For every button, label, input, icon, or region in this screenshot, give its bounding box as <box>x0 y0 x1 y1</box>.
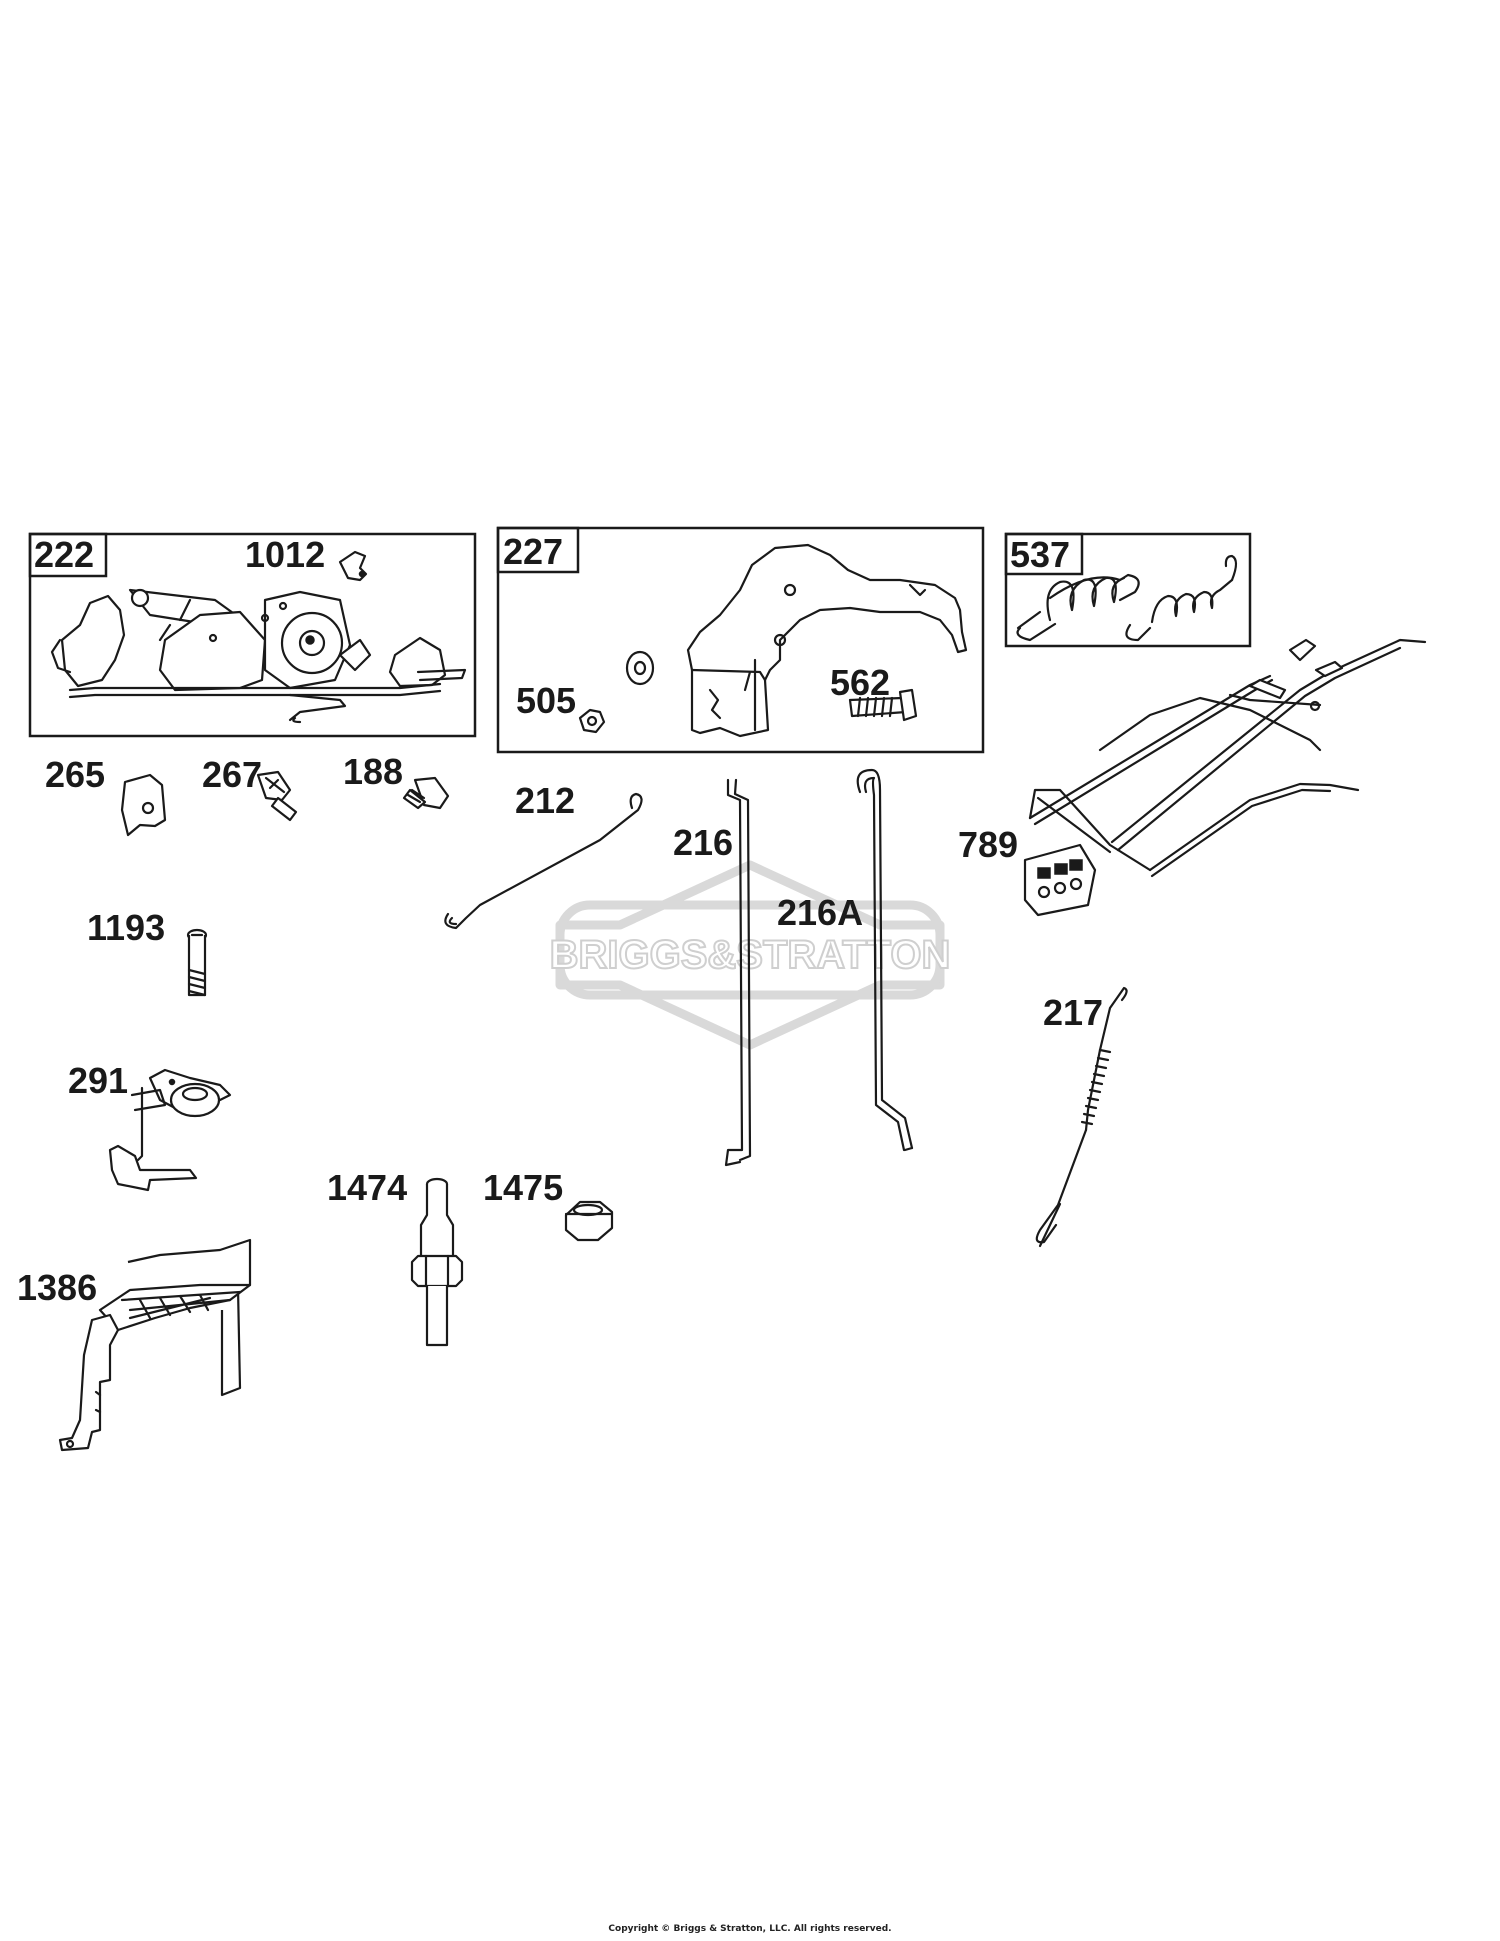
part-212-link-rod[interactable] <box>444 792 643 930</box>
part-562-bolt[interactable] <box>848 688 918 722</box>
callout-537[interactable]: 537 <box>1010 534 1070 575</box>
callout-212[interactable]: 212 <box>515 780 575 821</box>
part-217-spring[interactable] <box>1035 986 1128 1248</box>
part-265-clip[interactable] <box>120 773 167 837</box>
callout-789[interactable]: 789 <box>958 824 1018 865</box>
callout-216[interactable]: 216 <box>673 822 733 863</box>
callout-505[interactable]: 505 <box>516 680 576 721</box>
part-222-control-bracket[interactable] <box>50 588 467 724</box>
callout-1474[interactable]: 1474 <box>327 1167 407 1208</box>
callout-291[interactable]: 291 <box>68 1060 128 1101</box>
group-box-537 <box>1004 532 1252 648</box>
callout-1386[interactable]: 1386 <box>17 1267 97 1308</box>
callout-box-222 <box>28 532 108 578</box>
part-537-springs[interactable] <box>1016 554 1238 642</box>
part-505-nut[interactable] <box>578 650 655 734</box>
part-267-screw[interactable] <box>256 770 298 822</box>
part-1386-air-guide[interactable] <box>58 1238 252 1452</box>
callout-1012[interactable]: 1012 <box>245 534 325 575</box>
part-1474-stud[interactable] <box>410 1177 464 1347</box>
callout-227[interactable]: 227 <box>503 531 563 572</box>
part-216-rod[interactable] <box>724 778 752 1167</box>
group-box-222 <box>28 532 477 738</box>
callout-188[interactable]: 188 <box>343 751 403 792</box>
callout-265[interactable]: 265 <box>45 754 105 795</box>
part-227-bracket[interactable] <box>686 543 968 738</box>
callout-217[interactable]: 217 <box>1043 992 1103 1033</box>
callout-222[interactable]: 222 <box>34 534 94 575</box>
part-188-screw[interactable] <box>402 776 450 810</box>
callout-1475[interactable]: 1475 <box>483 1167 563 1208</box>
part-291-lever[interactable] <box>108 1068 232 1192</box>
group-box-227 <box>496 526 985 754</box>
callout-box-227 <box>496 526 580 574</box>
part-789-wiring-harness[interactable] <box>1023 638 1427 917</box>
callout-box-537 <box>1004 532 1084 576</box>
callout-1193[interactable]: 1193 <box>87 907 165 948</box>
part-1193-bolt[interactable] <box>186 928 208 997</box>
part-216A-rod[interactable] <box>856 768 914 1152</box>
callout-562[interactable]: 562 <box>830 662 890 703</box>
part-1475-nut[interactable] <box>564 1200 614 1242</box>
part-1012-clip[interactable] <box>338 550 368 582</box>
callout-216A[interactable]: 216A <box>777 892 863 933</box>
copyright-notice: Copyright © Briggs & Stratton, LLC. All … <box>608 1924 892 1934</box>
callout-267[interactable]: 267 <box>202 754 262 795</box>
